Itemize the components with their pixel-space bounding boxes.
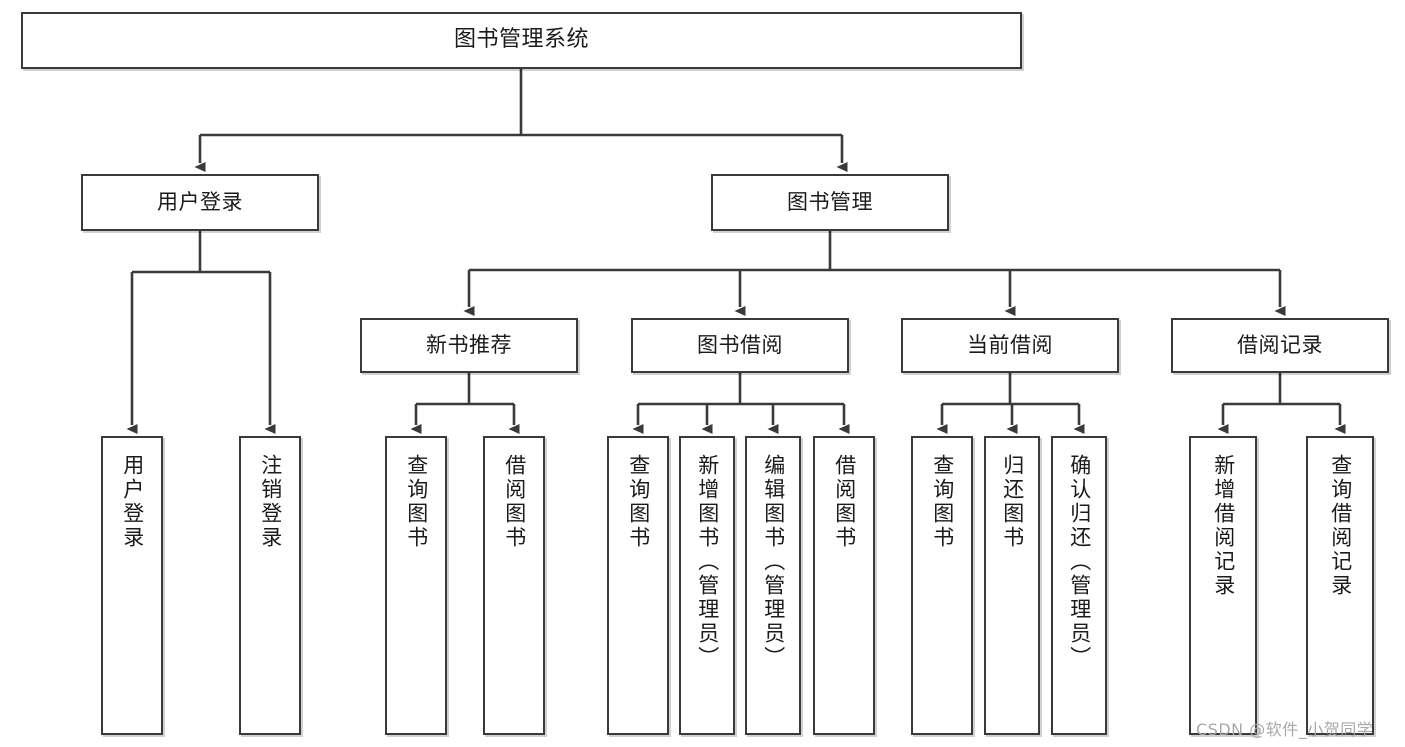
leaf-query-book-recommend-label: 查询图书 — [404, 454, 429, 550]
leaf-confirm-return-admin[interactable]: 确认归还（管理员） — [1051, 436, 1107, 735]
node-book-management-label: 图书管理 — [787, 189, 873, 214]
node-book-borrow[interactable]: 图书借阅 — [631, 318, 849, 373]
node-book-management[interactable]: 图书管理 — [711, 174, 949, 231]
leaf-logout-label: 注销登录 — [258, 454, 283, 550]
leaf-logout[interactable]: 注销登录 — [239, 436, 301, 735]
leaf-add-borrow-record-label: 新增借阅记录 — [1211, 454, 1236, 598]
node-current-borrow[interactable]: 当前借阅 — [901, 318, 1119, 373]
leaf-user-login[interactable]: 用户登录 — [101, 436, 163, 735]
node-current-borrow-label: 当前借阅 — [967, 332, 1053, 357]
leaf-query-borrow-record[interactable]: 查询借阅记录 — [1306, 436, 1374, 735]
node-book-borrow-label: 图书借阅 — [697, 332, 783, 357]
leaf-confirm-return-admin-label: 确认归还（管理员） — [1067, 454, 1092, 670]
csdn-watermark: CSDN @软件_小贺同学 — [1196, 720, 1374, 739]
leaf-add-book-admin[interactable]: 新增图书（管理员） — [679, 436, 735, 735]
leaf-add-book-admin-label: 新增图书（管理员） — [695, 454, 720, 670]
leaf-query-borrow-record-label: 查询借阅记录 — [1328, 454, 1353, 598]
node-new-book-recommend-label: 新书推荐 — [426, 332, 512, 357]
node-user-login-label: 用户登录 — [157, 189, 243, 214]
leaf-borrow-book-recommend-label: 借阅图书 — [502, 454, 527, 550]
leaf-return-book[interactable]: 归还图书 — [984, 436, 1040, 735]
node-borrow-record[interactable]: 借阅记录 — [1171, 318, 1389, 373]
leaf-borrow-book[interactable]: 借阅图书 — [813, 436, 875, 735]
leaf-edit-book-admin[interactable]: 编辑图书（管理员） — [745, 436, 801, 735]
leaf-query-book-current-label: 查询图书 — [930, 454, 955, 550]
node-new-book-recommend[interactable]: 新书推荐 — [360, 318, 578, 373]
leaf-return-book-label: 归还图书 — [1000, 454, 1025, 550]
leaf-query-book-current[interactable]: 查询图书 — [911, 436, 973, 735]
leaf-edit-book-admin-label: 编辑图书（管理员） — [761, 454, 786, 670]
leaf-user-login-label: 用户登录 — [120, 454, 145, 550]
leaf-borrow-book-recommend[interactable]: 借阅图书 — [483, 436, 545, 735]
node-user-login[interactable]: 用户登录 — [81, 174, 319, 231]
node-root[interactable]: 图书管理系统 — [21, 12, 1022, 69]
leaf-query-book-borrow[interactable]: 查询图书 — [607, 436, 669, 735]
leaf-query-book-borrow-label: 查询图书 — [626, 454, 651, 550]
node-borrow-record-label: 借阅记录 — [1237, 332, 1323, 357]
node-root-label: 图书管理系统 — [453, 27, 589, 53]
leaf-borrow-book-label: 借阅图书 — [832, 454, 857, 550]
leaf-query-book-recommend[interactable]: 查询图书 — [385, 436, 447, 735]
leaf-add-borrow-record[interactable]: 新增借阅记录 — [1189, 436, 1257, 735]
